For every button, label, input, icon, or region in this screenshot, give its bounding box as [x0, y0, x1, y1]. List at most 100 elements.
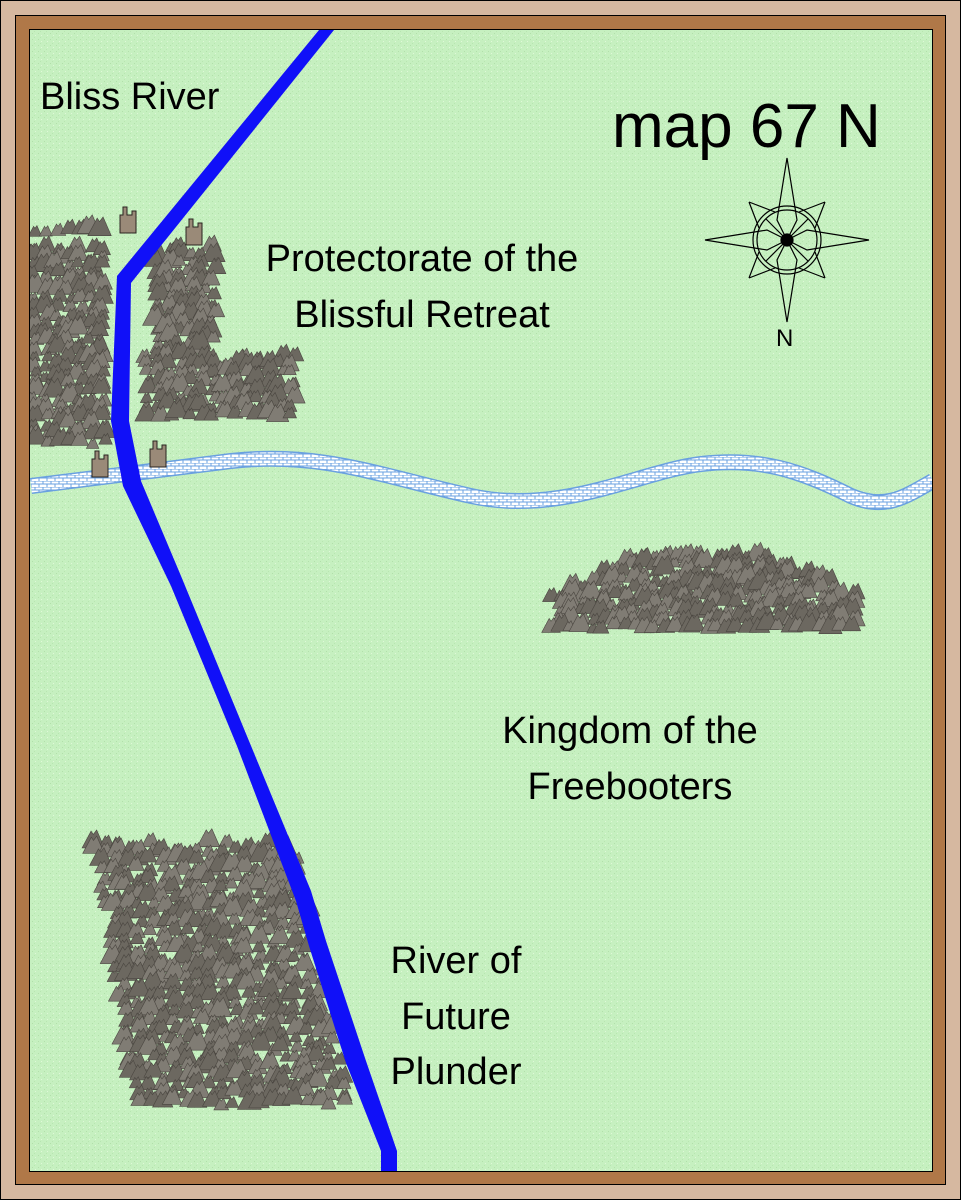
mountain-icon [30, 225, 43, 237]
mountain-icon [282, 1000, 301, 1016]
mountain-icon [139, 392, 154, 403]
mountain-icon [283, 364, 297, 376]
mountain-icon [282, 406, 297, 419]
label-line: Plunder [390, 1051, 522, 1093]
label-bliss-river: Bliss River [40, 76, 220, 118]
mountain-icon [257, 977, 282, 998]
mountain-icon [93, 254, 111, 268]
mountain-icon [80, 281, 98, 296]
mountain-icon [30, 404, 46, 422]
mountain-icon [248, 1030, 273, 1051]
mountain-icon [90, 376, 112, 394]
mountain-icon [207, 996, 233, 1017]
mountain-icon [213, 1097, 230, 1111]
mountain-icon [247, 1000, 265, 1015]
mountain-icon [89, 284, 114, 304]
mountain-icon [286, 950, 301, 962]
mountain-icon [336, 1076, 352, 1089]
mountain-icon [184, 275, 204, 292]
label-line: Blissful Retreat [294, 293, 550, 336]
map-title: map 67 N [612, 92, 881, 161]
mountain-icon [221, 1047, 241, 1063]
mountain-icon [98, 432, 113, 445]
castle-icon [119, 206, 137, 234]
mountain-icon [188, 377, 209, 395]
mountain-icon [161, 1088, 183, 1105]
mountain-icon [137, 996, 161, 1016]
mountain-icon [179, 921, 195, 934]
mountain-icon [306, 1068, 329, 1087]
mountain-icon [65, 315, 89, 335]
mountain-icon [224, 1096, 239, 1108]
mountain-icon [137, 376, 159, 394]
map-canvas: Bliss River map 67 N N Protectorate of t… [29, 29, 933, 1172]
mountain-icon [137, 846, 158, 863]
castle-icon [185, 218, 203, 246]
mountain-icon [844, 582, 866, 600]
mountain-icon [85, 437, 100, 449]
mountain-icon [38, 360, 53, 372]
mountain-icon [798, 582, 818, 598]
mountain-icon [281, 981, 304, 999]
mountain-icon [88, 319, 109, 337]
mountain-icon [683, 613, 706, 632]
mountain-icon [246, 924, 271, 944]
mountain-icon [70, 430, 89, 446]
mountain-icon [592, 619, 610, 634]
mountain-icon [87, 216, 112, 236]
mountain-icon [30, 350, 41, 362]
mountain-icon [128, 1015, 150, 1033]
label-line: Freebooters [527, 765, 733, 808]
mountain-icon [841, 615, 862, 632]
mountain-icon [203, 407, 219, 421]
mountain-icon [38, 225, 53, 237]
mountain-icon [174, 1000, 197, 1019]
mountain-icon [182, 407, 197, 420]
mountain-icon [205, 286, 222, 300]
mountain-icon [258, 357, 282, 376]
mountain-icon [283, 385, 306, 404]
mountain-icon [201, 269, 221, 286]
mountain-icon [30, 365, 43, 377]
label-river-plunder: River of Future Plunder [346, 938, 566, 1097]
mountain-icon [142, 923, 157, 935]
mountain-icon [257, 831, 278, 848]
label-protectorate: Protectorate of the Blissful Retreat [230, 236, 614, 339]
mountain-icon [237, 1002, 259, 1020]
mountain-icon [67, 243, 89, 261]
castles [91, 206, 203, 478]
mountain-icon [224, 877, 239, 889]
mountain-icon [281, 398, 298, 412]
label-line: Future [401, 995, 511, 1038]
compass-north-label: N [776, 325, 794, 352]
mountain-icon [126, 856, 145, 871]
mountain-icon [40, 407, 56, 420]
mountain-icon [196, 828, 221, 848]
mountain-icon [281, 1086, 305, 1105]
mountain-icon [205, 330, 221, 343]
mountain-ranges [30, 214, 866, 1111]
mountain-icon [205, 257, 227, 274]
mountain-icon [213, 878, 229, 891]
mountain-icon [129, 931, 145, 944]
mountain-icon [324, 1030, 340, 1044]
mountain-icon [336, 1091, 353, 1105]
mountain-icon [92, 240, 111, 255]
mountain-icon [331, 1051, 348, 1065]
mountain-icon [320, 1056, 337, 1070]
mountain-icon [201, 242, 226, 262]
mountain-icon [206, 302, 226, 318]
label-line: River of [390, 940, 522, 982]
mountain-icon [91, 403, 112, 420]
label-kingdom: Kingdom of the Freebooters [450, 708, 810, 811]
mountain-icon [171, 254, 187, 266]
mountain-icon [247, 1057, 268, 1075]
mountain-icon [241, 985, 257, 998]
compass-rose-icon [704, 157, 870, 323]
mountain-icon [125, 921, 146, 938]
mountain-icon [320, 1096, 337, 1110]
castle-icon [91, 450, 109, 478]
label-line: Kingdom of the [502, 710, 758, 752]
mountain-icon [250, 958, 266, 970]
map-graphics [30, 30, 932, 1171]
